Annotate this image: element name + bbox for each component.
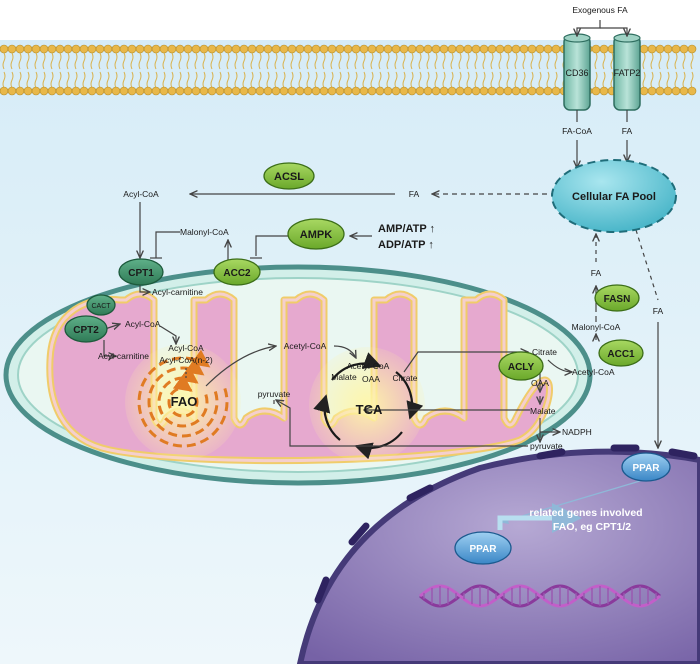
fasn-label: FASN — [604, 294, 631, 305]
tca-glow — [309, 347, 425, 463]
malonyl-coa-top-label: Malonyl-CoA — [180, 227, 229, 237]
tca-label: TCA — [356, 402, 383, 417]
fao-spiral — [137, 349, 229, 448]
fatp2-label: FATP2 — [614, 68, 641, 78]
fa-in-label: FA — [622, 126, 633, 136]
cellular-fa-pool — [551, 159, 677, 233]
fao-glow — [125, 344, 241, 460]
cpt2-label: CPT2 — [73, 325, 99, 336]
fa-mid-label: FA — [409, 189, 420, 199]
mito-acyl-coa-label: Acyl-CoA — [125, 319, 161, 329]
acc2-enzyme — [213, 258, 261, 286]
dna-helix-icon — [419, 584, 661, 608]
fa-right-label: FA — [653, 306, 664, 316]
cact-label: CACT — [91, 303, 111, 310]
pyruvate-out-label: pyruvate — [530, 441, 563, 451]
tca-citrate-label: Citrate — [392, 373, 417, 383]
cact-enzyme — [86, 294, 116, 316]
ppar-top-label: PPAR — [632, 463, 660, 474]
related-genes-line2: FAO, eg CPT1/2 — [553, 521, 631, 533]
fa-fasn-label: FA — [591, 268, 602, 278]
exogenous-fa-label: Exogenous FA — [572, 5, 628, 15]
ampk-label: AMPK — [300, 229, 332, 241]
citrate-out-label: Citrate — [532, 347, 557, 357]
ampk-enzyme — [287, 218, 345, 250]
fasn-enzyme — [594, 284, 640, 312]
acyl-coa-top-label: Acyl-CoA — [123, 189, 159, 199]
tca-acetyl-coa-label: Acetyl-CoA — [347, 361, 390, 371]
cpt1-label: CPT1 — [128, 268, 154, 279]
acyl-carnitine-top-label: Acyl-carnitine — [152, 287, 203, 297]
acc1-enzyme — [598, 339, 644, 367]
plasma-membrane — [0, 44, 697, 96]
acly-label: ACLY — [508, 362, 535, 373]
oaa-out-label: OAA — [531, 378, 549, 388]
ppar-signal-arrow — [497, 477, 651, 533]
amp-atp-label: AMP/ATP ↑ — [378, 223, 435, 235]
acly-enzyme — [498, 351, 544, 381]
nadph-label: NADPH — [562, 427, 592, 437]
cd36-label: CD36 — [565, 68, 588, 78]
cellular-fa-pool-label: Cellular FA Pool — [572, 191, 656, 203]
ppar-dna-label: PPAR — [469, 544, 497, 555]
mito-acyl-carnitine-label: Acyl-carnitine — [98, 351, 149, 361]
ppar-top-protein — [621, 452, 671, 482]
pathway-arrows — [101, 20, 658, 448]
acc1-label: ACC1 — [607, 349, 635, 360]
cpt2-enzyme — [64, 315, 108, 343]
malonyl-coa-right-label: Malonyl-CoA — [572, 322, 621, 332]
adp-atp-label: ADP/ATP ↑ — [378, 239, 434, 251]
tca-malate-label: Malate — [331, 372, 357, 382]
mito-acyl-coa-2-label: Acyl-CoA — [168, 343, 204, 353]
acc2-label: ACC2 — [223, 268, 251, 279]
fao-label: FAO — [171, 394, 198, 409]
mito-acetyl-coa-label: Acetyl-CoA — [284, 341, 327, 351]
acsl-enzyme — [263, 162, 315, 190]
acsl-label: ACSL — [274, 171, 304, 183]
mito-acyl-coa-n2-label: Acyl-CoA(n-2) — [159, 355, 213, 365]
tca-oaa-label: OAA — [362, 374, 380, 384]
related-genes-line1: related genes involved — [529, 507, 642, 519]
mitochondrion — [3, 264, 593, 486]
cpt1-enzyme — [118, 258, 164, 286]
malate-out-label: Malate — [530, 406, 556, 416]
fa-coa-label: FA-CoA — [562, 126, 592, 136]
mito-pyruvate-label: pyruvate — [258, 389, 291, 399]
acetyl-coa-out-label: Acetyl-CoA — [572, 367, 615, 377]
ppar-dna-protein — [454, 531, 512, 565]
